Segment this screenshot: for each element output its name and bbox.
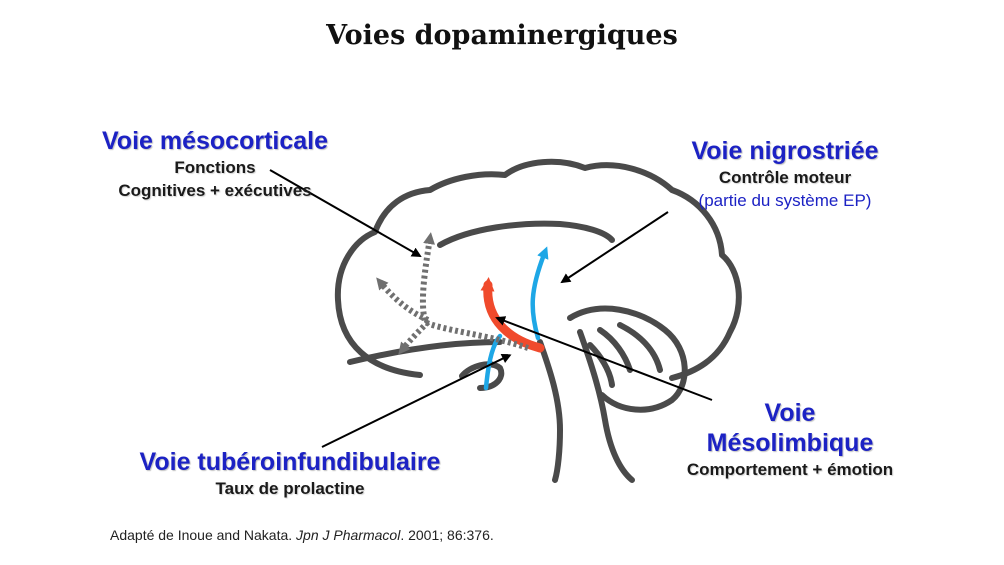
nigrostriatal-name: Voie nigrostriée [691, 137, 879, 165]
mesocortical-line2: Cognitives + exécutives [118, 181, 312, 200]
tuberoinfundibular-name: Voie tubéroinfundibulaire [139, 448, 441, 476]
pituitary-outline [459, 361, 505, 391]
nigrostriatal-pointer [560, 211, 669, 284]
brainstem-outline [537, 339, 563, 483]
mesocortical-line1: Fonctions [174, 158, 256, 177]
nigrostriatal-line1: Contrôle moteur [718, 168, 852, 187]
citation-prefix: Adapté de Inoue and Nakata. [110, 527, 297, 543]
citation-suffix: . 2001; 86:376. [400, 527, 494, 543]
mesocortical-arrow-left [376, 277, 430, 323]
mesolimbic-pointer [495, 316, 713, 401]
citation-journal: Jpn J Pharmacol [296, 527, 401, 543]
cerebellum-outline [567, 305, 688, 413]
mesolimbic-name1: Voie [764, 399, 816, 427]
diagram-title: Voies dopaminergiques [326, 20, 678, 51]
citation: Adapté de Inoue and Nakata. Jpn J Pharma… [110, 527, 494, 543]
nigrostriatal-arrow [530, 246, 549, 341]
mesocortical-arrows [376, 232, 529, 355]
mesolimbic-line1: Comportement + émotion [686, 460, 894, 479]
nigrostriatal-line2: (partie du système EP) [698, 191, 872, 210]
mesocortical-arrow-down [398, 319, 431, 355]
tuberoinfundibular-line1: Taux de prolactine [215, 479, 365, 498]
nigrostriatal-label-group: Voie nigrostriée Contrôle moteur (partie… [660, 136, 910, 212]
ventricle-outline [347, 339, 503, 365]
mesocortical-pointer [269, 169, 422, 257]
mesolimbic-label-group: Voie Mésolimbique Comportement + émotion [650, 398, 930, 481]
tuberoinfundibular-pointer [321, 354, 512, 448]
cerebellum-folds [587, 322, 663, 388]
brainstem-outline-right [577, 329, 635, 483]
mesolimbic-name2: Mésolimbique [706, 429, 874, 457]
mesocortical-label-group: Voie mésocorticale Fonctions Cognitives … [70, 126, 360, 202]
mesocortical-name: Voie mésocorticale [101, 127, 329, 155]
tuberoinfundibular-label-group: Voie tubéroinfundibulaire Taux de prolac… [110, 447, 470, 500]
corpus-callosum-outline [437, 220, 615, 248]
mesolimbic-arrow [480, 277, 545, 353]
brain-outline [334, 158, 742, 381]
